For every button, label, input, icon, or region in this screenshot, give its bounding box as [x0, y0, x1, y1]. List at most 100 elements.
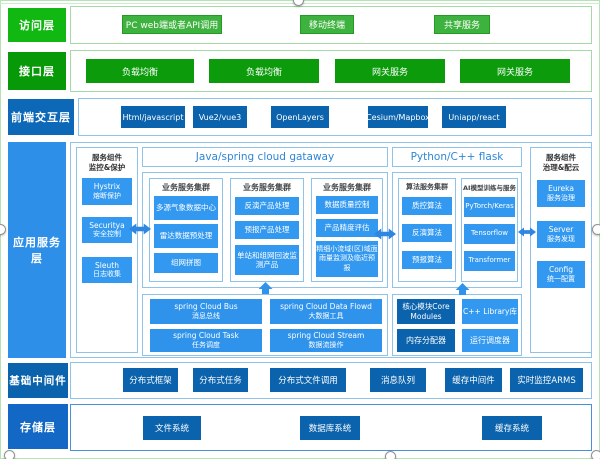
panel-node-en: Config [548, 265, 574, 275]
panel-node-en: Hystrix [93, 182, 121, 192]
panel-node-zh: 服务发现 [547, 234, 575, 243]
layer-label-gateway: 接口层 [8, 52, 66, 90]
panel-node-zh: 熔断保护 [93, 191, 121, 200]
cluster-node: Tensorflow [464, 224, 515, 244]
core-tool-node: 内存分配器 [397, 329, 455, 352]
layer-label-access: 访问层 [8, 8, 66, 42]
panel-node-en: Sleuth [95, 260, 119, 270]
panel-node: Config 统一配置 [537, 261, 585, 288]
cluster-node: 反演算法 [402, 224, 452, 242]
up-arrow-icon [258, 282, 273, 294]
access-node: PC web端或者API调用 [122, 15, 222, 34]
monitor-panel-title: 服务组件 监控&保护 [77, 150, 137, 176]
cluster-node: 组网拼图 [154, 253, 218, 273]
middleware-node: 分布式框架 [123, 368, 178, 392]
cluster-node: 单站和组网回波监测产品 [235, 245, 299, 275]
selection-handle-right-middle[interactable] [592, 224, 600, 235]
layer-label-middleware: 基础中间件 [8, 363, 68, 398]
frontend-node: OpenLayers [271, 106, 329, 128]
service-cluster-title: 业务服务集群 [162, 182, 210, 192]
access-node: 移动终端 [300, 15, 354, 34]
cluster-node: 精细小流域(区)域面雨量监测及临近预报 [316, 241, 378, 277]
cluster-node: 预报产品处理 [235, 221, 299, 239]
spring-tool-zh: 大数据工具 [308, 311, 344, 320]
cluster-node: 多源气象数据中心 [154, 196, 218, 220]
cluster-node: Transformer [464, 251, 515, 271]
flask-header: Python/C++ flask [392, 147, 522, 167]
panel-node-en: Securitya [89, 220, 125, 230]
service-cluster-title: 业务服务集群 [323, 182, 371, 192]
panel-node-en: Server [548, 225, 574, 235]
governance-panel-title-line2: 治理&配云 [542, 163, 580, 172]
spring-tool-en: spring Cloud Data Flowd [280, 302, 372, 312]
selection-handle-bottom-center[interactable] [385, 451, 396, 459]
panel-node-zh: 日志收集 [93, 270, 121, 279]
layer-label-app: 应用服务层 [8, 142, 66, 358]
cluster-node: 预报算法 [402, 251, 452, 269]
middleware-node: 缓存中间件 [445, 368, 502, 392]
frontend-node: Cesium/Mapbox [366, 106, 430, 128]
spring-tool-node: spring Cloud Bus 消息总线 [150, 299, 262, 324]
gateway-node: 网关服务 [335, 59, 445, 83]
spring-tool-zh: 任务调度 [192, 340, 220, 349]
java-gateway-header: Java/spring cloud gataway [142, 147, 388, 167]
left-right-arrow-icon [129, 223, 151, 235]
algorithm-cluster-title: 算法服务集群 [406, 183, 448, 191]
core-tool-node: 核心模块Core Modules [397, 299, 455, 324]
middleware-node: 实时监控ARMS [510, 368, 583, 392]
panel-node-zh: 安全控制 [93, 230, 121, 239]
spring-tool-node: spring Cloud Data Flowd 大数据工具 [270, 299, 382, 324]
layer-label-frontend: 前端交互层 [8, 99, 74, 135]
cluster-node: 反演产品处理 [235, 197, 299, 215]
frontend-node: Uniapp/react [442, 106, 506, 128]
frontend-node: Html/javascript [121, 106, 185, 128]
storage-node: 数据库系统 [300, 416, 360, 440]
up-arrow-icon [455, 283, 470, 295]
middleware-node: 消息队列 [370, 368, 426, 392]
access-node: 共享服务 [434, 15, 490, 34]
left-right-arrow-icon [518, 226, 536, 238]
storage-node: 文件系统 [143, 416, 201, 440]
storage-node: 缓存系统 [482, 416, 542, 440]
panel-node: Securitya 安全控制 [82, 217, 132, 243]
panel-node-zh: 服务治理 [547, 193, 575, 202]
selection-handle-bottom-left[interactable] [4, 450, 15, 459]
panel-node: Sleuth 日志收集 [82, 257, 132, 283]
cluster-node: 数据质量控制 [316, 196, 378, 214]
gateway-node: 网关服务 [460, 59, 570, 83]
spring-tool-zh: 数据流操作 [308, 340, 344, 349]
spring-tool-en: spring Cloud Bus [174, 302, 238, 312]
middleware-node: 分布式任务 [193, 368, 248, 392]
cluster-node: 产品精度评估 [316, 219, 378, 237]
panel-node-en: Eureka [548, 184, 574, 194]
spring-tool-node: spring Cloud Task 任务调度 [150, 329, 262, 352]
core-tool-node: C++ Library库 [462, 299, 518, 324]
panel-node: Server 服务发现 [537, 221, 585, 248]
cluster-node: 雷达数据预处理 [154, 224, 218, 248]
spring-tool-node: spring Cloud Stream 数据流操作 [270, 329, 382, 352]
selection-handle-bottom-right[interactable] [591, 450, 600, 459]
core-tool-node: 运行调度器 [462, 329, 518, 352]
gateway-node: 负载均衡 [209, 59, 319, 83]
spring-tool-zh: 消息总线 [192, 311, 220, 320]
gateway-node: 负载均衡 [86, 59, 194, 83]
spring-tool-en: spring Cloud Stream [287, 331, 365, 341]
panel-node-zh: 统一配置 [547, 274, 575, 283]
spring-tool-en: spring Cloud Task [173, 331, 239, 341]
ai-training-cluster-title: AI模型训练与服务 [463, 184, 516, 192]
cluster-node: 质控算法 [402, 197, 452, 215]
left-right-arrow-icon [374, 228, 396, 240]
monitor-panel-title-line1: 服务组件 [92, 152, 122, 162]
layer-label-storage: 存储层 [8, 404, 68, 449]
middleware-node: 分布式文件调用 [270, 368, 346, 392]
governance-panel-title-line1: 服务组件 [546, 152, 576, 162]
governance-panel [530, 147, 592, 353]
selection-handle-left-middle[interactable] [0, 224, 6, 235]
panel-node: Hystrix 熔断保护 [82, 178, 132, 205]
frontend-node: Vue2/vue3 [193, 106, 247, 128]
panel-node: Eureka 服务治理 [537, 180, 585, 207]
governance-panel-title: 服务组件 治理&配云 [531, 150, 591, 176]
service-cluster-title: 业务服务集群 [243, 182, 291, 192]
cluster-node: PyTorch/Keras [464, 197, 515, 217]
